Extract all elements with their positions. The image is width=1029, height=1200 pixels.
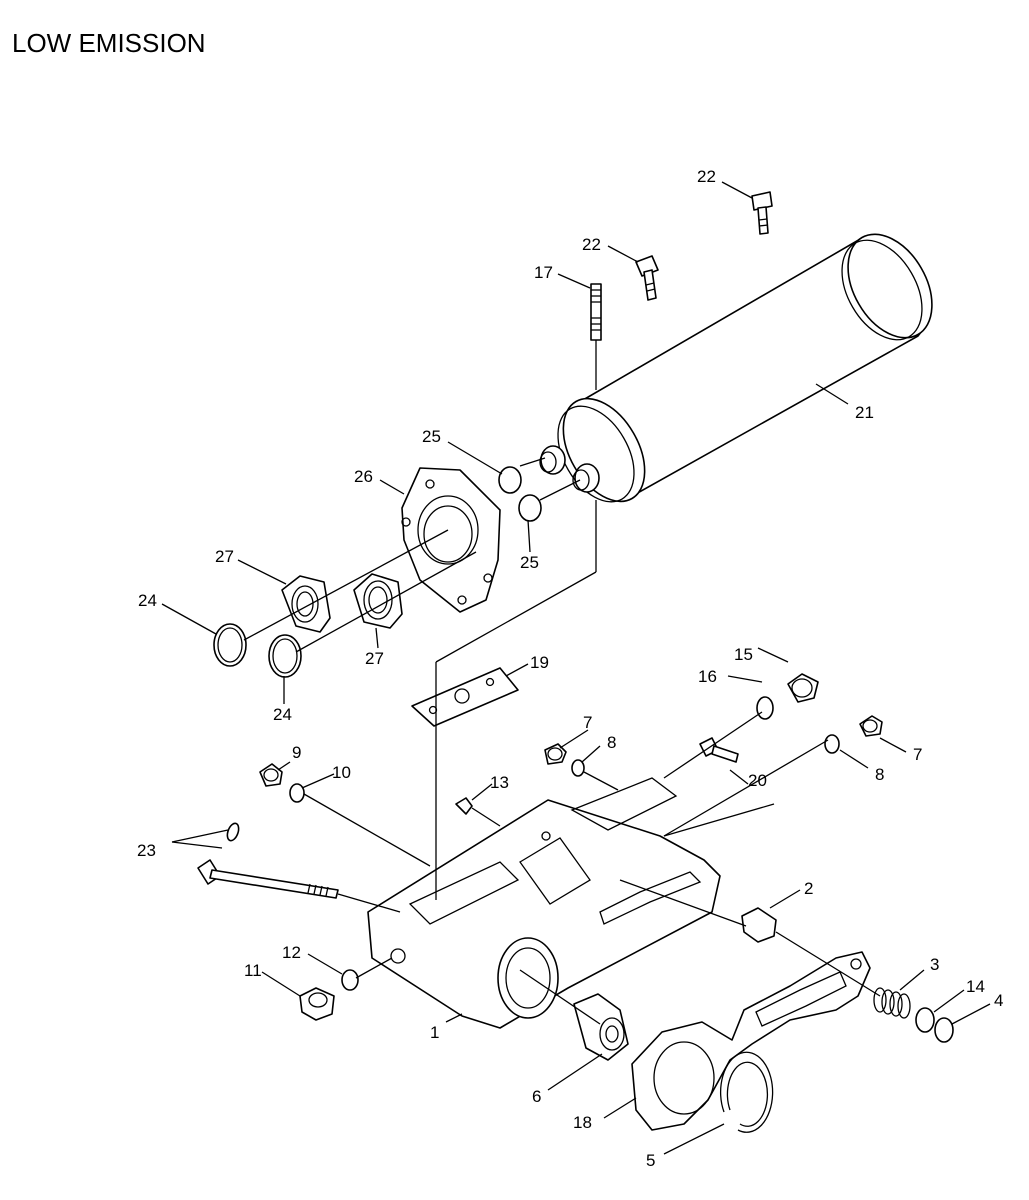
part-7-plug-right [859, 715, 883, 737]
callout-5: 5 [646, 1151, 655, 1170]
callout-25b: 25 [520, 553, 539, 572]
part-6-valve [573, 993, 629, 1061]
callout-2: 2 [804, 879, 813, 898]
callout-21: 21 [855, 403, 874, 422]
callout-25a: 25 [422, 427, 441, 446]
part-22-bolt-upper [751, 191, 773, 235]
part-8-o-ring-right [824, 734, 840, 754]
part-27-sleeve-left [281, 575, 331, 633]
part-16-o-ring [756, 696, 774, 720]
callout-27a: 27 [215, 547, 234, 566]
callout-16: 16 [698, 667, 717, 686]
callout-8b: 8 [875, 765, 884, 784]
part-2-nut [741, 907, 777, 943]
callout-leaders [161, 181, 991, 1155]
callout-11: 11 [244, 961, 262, 980]
callout-7b: 7 [913, 745, 922, 764]
part-14-washer [915, 1007, 935, 1033]
part-4-snap-ring [934, 1017, 954, 1043]
callout-24a: 24 [138, 591, 157, 610]
callout-9: 9 [292, 743, 301, 762]
callout-4: 4 [994, 991, 1003, 1010]
callout-18: 18 [573, 1113, 592, 1132]
part-10-o-ring [289, 783, 305, 803]
callout-12: 12 [282, 943, 301, 962]
part-12-o-ring [341, 969, 359, 991]
part-3-spring [873, 987, 911, 1019]
callout-3: 3 [930, 955, 939, 974]
callout-27b: 27 [365, 649, 384, 668]
callout-7a: 7 [583, 713, 592, 732]
callout-19: 19 [530, 653, 549, 672]
part-11-plug [299, 987, 335, 1021]
callout-22b: 22 [582, 235, 601, 254]
part-5-circlip [719, 1051, 774, 1133]
part-26-flange [401, 467, 501, 613]
part-8-o-ring-left [571, 759, 585, 777]
callout-1: 1 [430, 1023, 439, 1042]
callout-17: 17 [534, 263, 553, 282]
callout-15: 15 [734, 645, 753, 664]
callout-13: 13 [490, 773, 509, 792]
callout-23: 23 [137, 841, 156, 860]
callout-14: 14 [966, 977, 985, 996]
part-1-housing [367, 777, 721, 1029]
callout-6: 6 [532, 1087, 541, 1106]
callout-labels: 22 22 17 21 25 25 26 27 24 24 27 19 15 1… [137, 167, 1003, 1170]
callout-22a: 22 [697, 167, 716, 186]
part-15-plug [787, 673, 819, 703]
callout-10: 10 [332, 763, 351, 782]
part-7-plug-left [544, 743, 567, 765]
part-13-plug [455, 797, 473, 815]
callout-8a: 8 [607, 733, 616, 752]
part-18-gasket [631, 951, 871, 1131]
part-22-bolt-lower [635, 255, 659, 301]
part-24-rings [213, 623, 302, 678]
callout-20: 20 [748, 771, 767, 790]
part-21-cylinder [539, 233, 933, 503]
diagram-title: LOW EMISSION [12, 28, 206, 58]
part-23-long-bolt [197, 822, 339, 899]
callout-26: 26 [354, 467, 373, 486]
part-27-sleeve-right [353, 573, 403, 629]
part-17-stud [590, 283, 602, 390]
part-19-gasket-plate [411, 667, 519, 727]
assembly-lines [243, 457, 881, 1025]
part-25-o-rings [498, 466, 542, 522]
part-9-plug [259, 763, 283, 787]
callout-24b: 24 [273, 705, 292, 724]
